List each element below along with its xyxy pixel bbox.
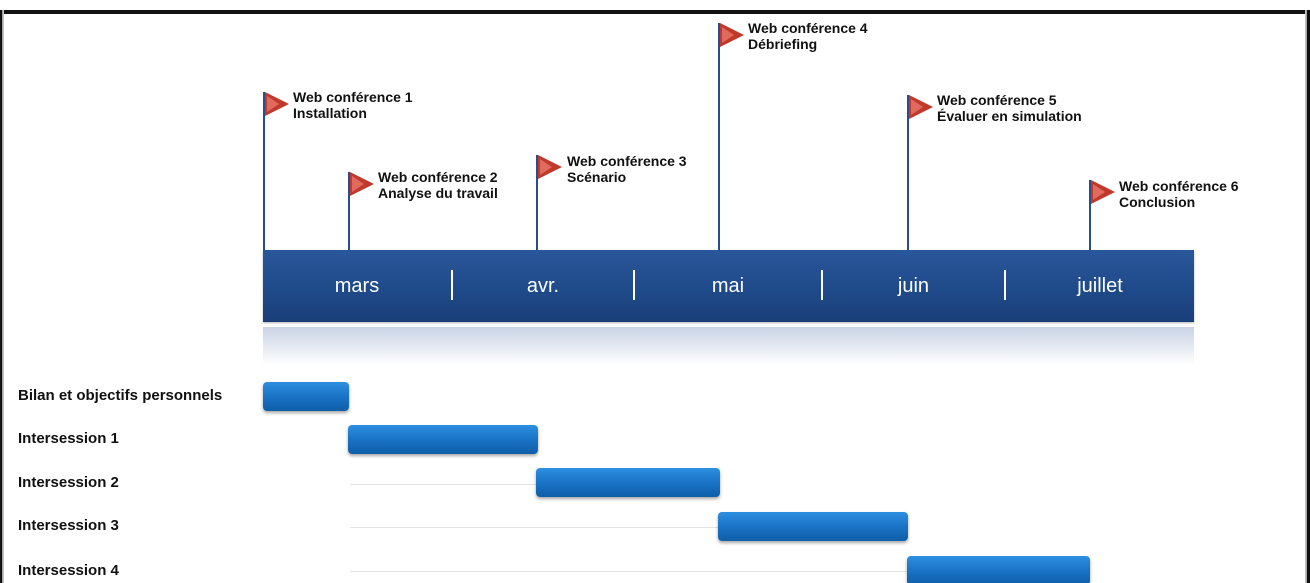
milestone-pole-2 <box>348 172 350 250</box>
milestone-5-title: Web conférence 5 <box>937 92 1057 108</box>
task-bar-intersession-4 <box>907 556 1090 583</box>
task-bar-intersession-2 <box>536 468 720 497</box>
milestone-pole-1 <box>263 92 265 250</box>
month-label-juillet: juillet <box>1077 275 1123 297</box>
frame-border-right <box>1305 10 1310 583</box>
milestone-6-title: Web conférence 6 <box>1119 178 1239 194</box>
task-label: Intersession 4 <box>18 562 119 579</box>
flag-icon-6 <box>1091 180 1115 204</box>
task-bar-intersession-3 <box>718 512 908 541</box>
milestone-3-title: Web conférence 3 <box>567 153 687 169</box>
milestone-3-subtitle: Scénario <box>567 169 627 185</box>
task-guide-line <box>350 484 538 485</box>
milestone-6: Web conférence 6 Conclusion <box>1119 178 1239 210</box>
timeline-reflection <box>263 327 1194 365</box>
milestone-pole-4 <box>718 23 720 250</box>
milestone-6-subtitle: Conclusion <box>1119 194 1196 210</box>
month-separator <box>821 270 823 300</box>
month-label-avr: avr. <box>526 275 560 297</box>
flag-icon-1 <box>265 92 289 116</box>
month-label-juin: juin <box>897 275 930 297</box>
task-label: Intersession 3 <box>18 517 119 534</box>
milestone-4-subtitle: Débriefing <box>748 36 818 52</box>
task-label: Intersession 2 <box>18 474 119 491</box>
month-label-mai: mai <box>711 275 745 297</box>
frame-border-left <box>0 10 4 583</box>
flag-icon-3 <box>538 155 562 179</box>
milestone-2-title: Web conférence 2 <box>378 169 498 185</box>
month-label-mars: mars <box>334 275 380 297</box>
milestone-5-subtitle: Évaluer en simulation <box>937 108 1082 124</box>
milestone-pole-6 <box>1089 180 1091 250</box>
task-label: Intersession 1 <box>18 430 119 447</box>
milestone-2: Web conférence 2 Analyse du travail <box>378 169 498 201</box>
milestone-2-subtitle: Analyse du travail <box>378 185 498 201</box>
milestone-4: Web conférence 4 Débriefing <box>748 20 868 52</box>
milestone-4-title: Web conférence 4 <box>748 20 868 36</box>
month-separator <box>451 270 453 300</box>
frame-border-top <box>0 10 1310 14</box>
top-strip <box>0 0 1310 10</box>
milestone-1: Web conférence 1 Installation <box>293 89 413 121</box>
task-guide-line <box>350 571 908 572</box>
task-bar-intersession-1 <box>348 425 538 454</box>
task-bar-bilan <box>263 382 349 411</box>
milestone-pole-3 <box>536 155 538 250</box>
flag-icon-4 <box>720 23 744 47</box>
milestone-1-title: Web conférence 1 <box>293 89 413 105</box>
task-label: Bilan et objectifs personnels <box>18 387 223 404</box>
milestone-1-subtitle: Installation <box>293 105 367 121</box>
month-separator <box>1004 270 1006 300</box>
task-guide-line <box>350 527 720 528</box>
flag-icon-2 <box>350 172 374 196</box>
milestone-5: Web conférence 5 Évaluer en simulation <box>937 92 1082 124</box>
flag-icon-5 <box>909 95 933 119</box>
milestone-3: Web conférence 3 Scénario <box>567 153 687 185</box>
milestone-pole-5 <box>907 95 909 250</box>
timeline-bar <box>263 250 1194 322</box>
month-separator <box>633 270 635 300</box>
